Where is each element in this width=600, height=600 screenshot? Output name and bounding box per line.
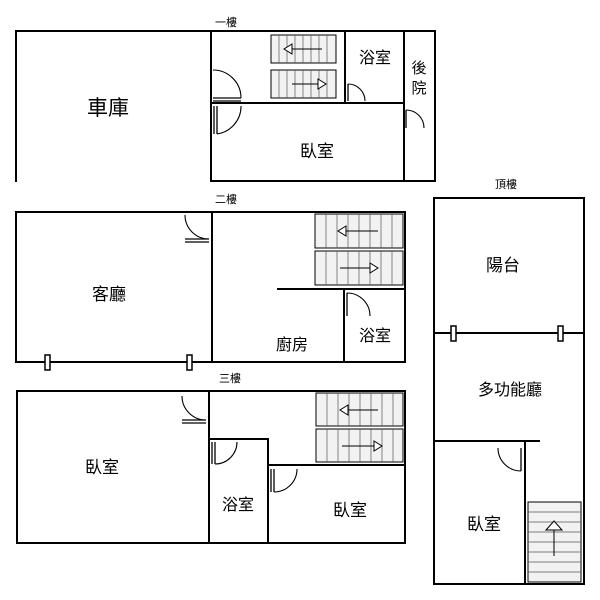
third-bath-label: 浴室 [222, 495, 254, 514]
second-bath-label: 浴室 [359, 326, 391, 345]
first-door-stair [212, 69, 242, 102]
first-bedroom-label: 臥室 [300, 142, 334, 162]
third-door-right-bedroom [270, 468, 298, 493]
top-floor-label: 頂樓 [495, 177, 517, 191]
first-backyard-label: 後 院 [411, 59, 426, 97]
first-bath-label: 浴室 [359, 48, 391, 67]
third-door-bath [211, 441, 238, 465]
top-stairs [527, 501, 582, 583]
top-floor: 頂樓 陽台 多功能廳 臥室 [433, 177, 585, 585]
svg-text:後: 後 [411, 59, 426, 77]
top-bedroom-label: 臥室 [467, 515, 501, 535]
third-floor-outline [16, 390, 406, 544]
third-door-left-bedroom [181, 395, 207, 424]
second-door-bath [346, 292, 371, 317]
first-floor-outline [15, 30, 436, 182]
third-left-bedroom-label: 臥室 [85, 458, 119, 478]
third-right-bedroom-label: 臥室 [333, 501, 367, 521]
second-balcony-posts [44, 354, 193, 371]
top-multi-label: 多功能廳 [478, 380, 542, 399]
top-door-bedroom [497, 447, 522, 472]
second-door-living [184, 214, 210, 243]
first-garage-label: 車庫 [87, 96, 129, 120]
second-floor-label: 二樓 [215, 192, 237, 206]
first-door-backyard [405, 109, 425, 129]
first-door-bedroom [213, 105, 242, 135]
top-balcony-posts [450, 325, 564, 342]
third-floor: 三樓 [16, 371, 406, 544]
third-stairs [315, 392, 404, 463]
second-stairs [314, 213, 404, 286]
first-door-bath [347, 83, 366, 102]
first-floor: 一樓 [15, 15, 436, 182]
second-kitchen-label: 廚房 [276, 335, 308, 354]
top-balcony-label: 陽台 [486, 256, 520, 276]
second-floor-outline [15, 211, 406, 363]
third-floor-label: 三樓 [219, 371, 241, 385]
second-living-label: 客廳 [92, 285, 126, 305]
svg-text:院: 院 [411, 79, 426, 97]
first-floor-label: 一樓 [215, 15, 237, 29]
second-floor: 二樓 [15, 192, 406, 371]
top-floor-outline [433, 197, 585, 585]
first-stairs [270, 34, 337, 99]
